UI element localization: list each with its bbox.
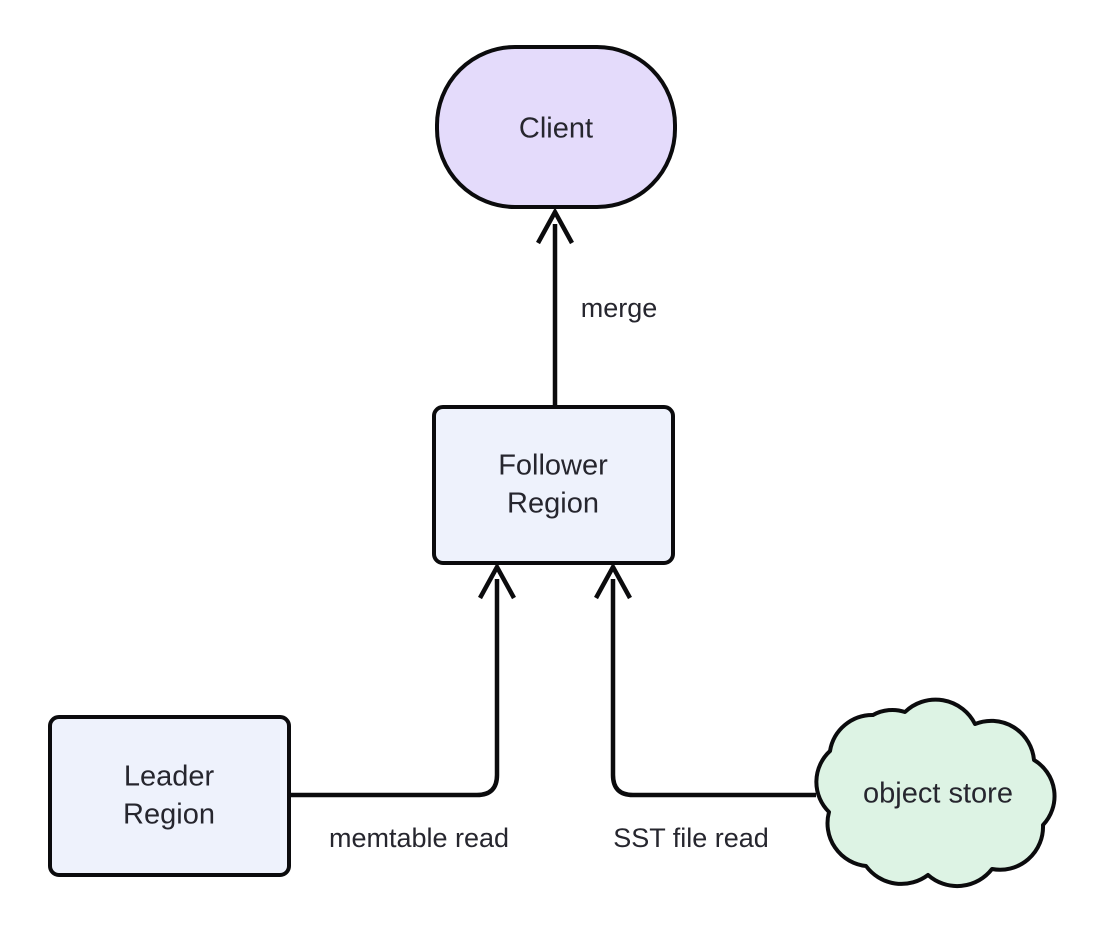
edge-label-merge: merge xyxy=(581,293,658,323)
client-shape xyxy=(435,45,677,209)
node-follower-region[interactable]: Follower Region xyxy=(432,405,675,565)
edge-objectstore-follower[interactable] xyxy=(594,562,816,798)
edge-leader-follower-line xyxy=(289,579,500,798)
node-leader-region[interactable]: Leader Region xyxy=(48,715,291,877)
edge-follower-client[interactable] xyxy=(536,207,574,407)
client-label: Client xyxy=(519,113,593,145)
follower-region-label-line1: Follower xyxy=(498,450,608,482)
edge-label-sst-file-read: SST file read xyxy=(613,823,769,853)
edge-follower-client-arrowhead xyxy=(536,207,574,245)
edge-objectstore-follower-arrowhead xyxy=(594,562,632,600)
leader-region-label-line2: Region xyxy=(123,799,215,831)
node-client[interactable]: Client xyxy=(435,45,677,209)
edge-objectstore-follower-line xyxy=(610,579,816,798)
edge-label-memtable-read: memtable read xyxy=(329,823,509,853)
object-store-label: object store xyxy=(863,778,1013,810)
leader-region-shape xyxy=(48,715,291,877)
node-object-store[interactable]: object store xyxy=(814,697,1057,889)
leader-region-label-line1: Leader xyxy=(124,761,215,793)
follower-region-shape xyxy=(432,405,675,565)
edge-leader-follower-arrowhead xyxy=(478,562,516,600)
follower-region-label-line2: Region xyxy=(507,488,599,520)
object-store-cloud-shape xyxy=(814,697,1057,889)
edge-leader-follower[interactable] xyxy=(289,562,516,798)
